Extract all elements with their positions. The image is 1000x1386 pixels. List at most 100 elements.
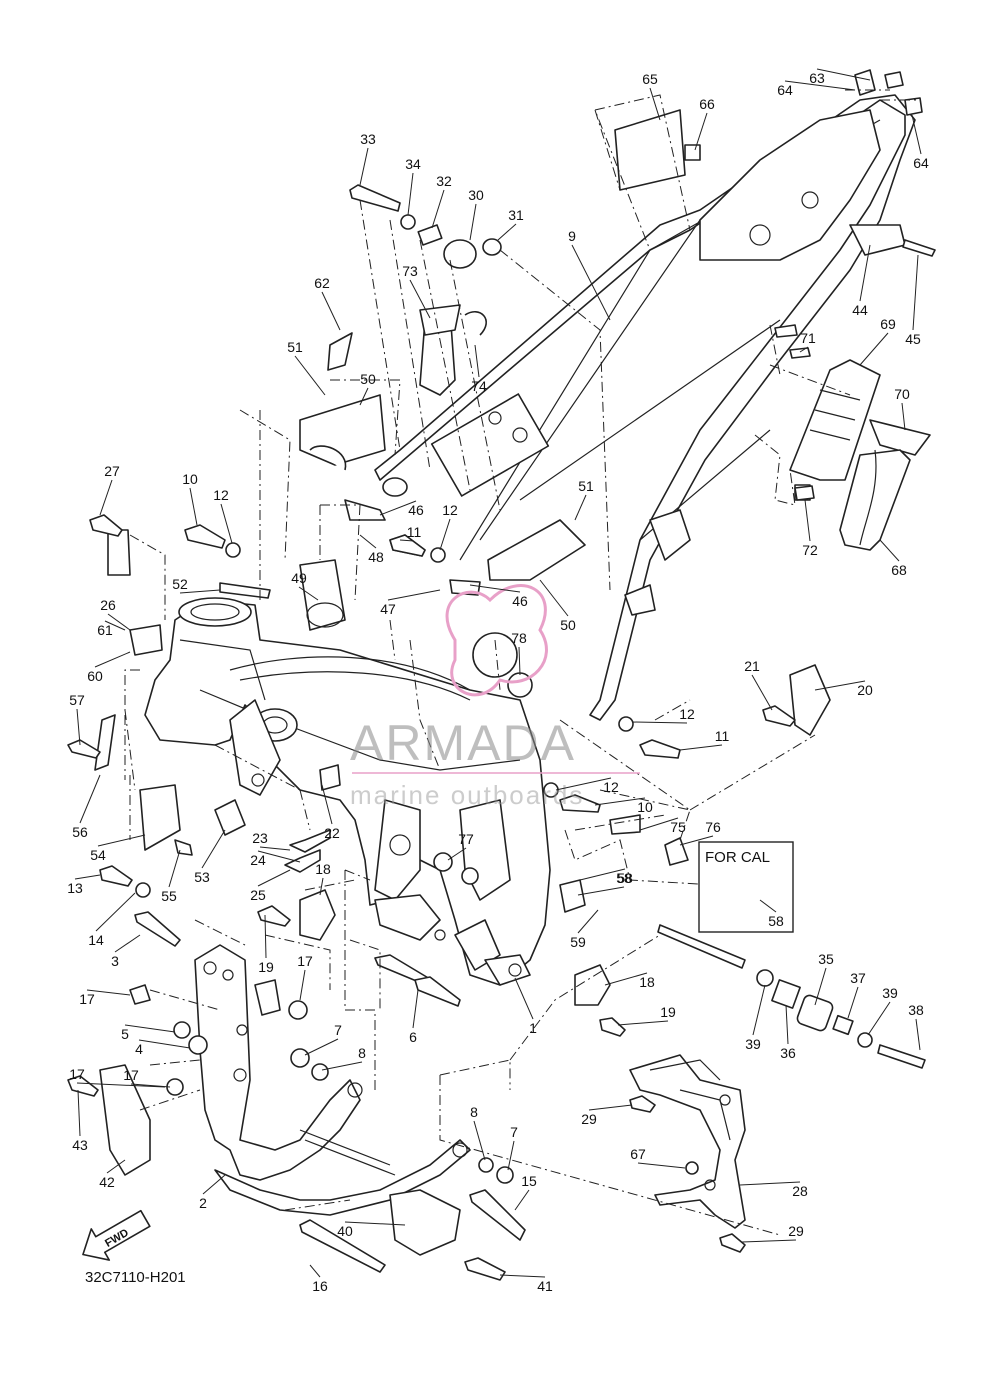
callout-68: 68 <box>891 562 907 578</box>
callout-leader <box>639 817 679 831</box>
callout-45: 45 <box>905 331 921 347</box>
callout-leaders <box>74 68 922 1278</box>
callout-8: 8 <box>358 1045 366 1061</box>
callout-12: 12 <box>213 487 229 503</box>
callout-58: 58 <box>768 913 784 929</box>
callout-5: 5 <box>121 1026 129 1042</box>
callout-leader <box>138 1039 191 1049</box>
callout-62: 62 <box>314 275 330 291</box>
callout-43: 43 <box>72 1137 88 1153</box>
callout-64: 64 <box>913 155 929 171</box>
callout-leader <box>879 539 900 562</box>
callout-22: 22 <box>324 825 340 841</box>
callout-leader <box>309 1264 321 1278</box>
callout-54: 54 <box>90 847 106 863</box>
callout-leader <box>321 1061 363 1071</box>
callout-10: 10 <box>637 799 653 815</box>
callout-leader <box>299 969 306 1001</box>
callout-77: 77 <box>458 831 474 847</box>
callout-leader <box>499 1274 546 1278</box>
callout-17: 17 <box>79 991 95 1007</box>
callout-leader <box>409 279 431 319</box>
callout-leader <box>97 834 146 847</box>
for-cal-inset <box>698 841 794 933</box>
callout-leader <box>518 646 521 676</box>
callout-leader <box>751 674 773 711</box>
callout-leader <box>574 494 587 521</box>
callout-leader <box>304 1038 339 1056</box>
callout-leader <box>816 68 871 81</box>
callout-leader <box>814 680 866 691</box>
callout-56: 56 <box>72 824 88 840</box>
callout-leader <box>168 849 181 888</box>
callout-41: 41 <box>537 1278 553 1294</box>
callout-leader <box>469 584 521 593</box>
callout-47: 47 <box>380 601 396 617</box>
callout-leader <box>555 777 612 791</box>
callout-leader <box>694 112 708 151</box>
callout-15: 15 <box>521 1173 537 1189</box>
callout-leader <box>202 1174 226 1195</box>
callout-leader <box>447 847 467 861</box>
callout-46: 46 <box>408 502 424 518</box>
callout-59: 59 <box>570 934 586 950</box>
callout-60: 60 <box>87 668 103 684</box>
callout-72: 72 <box>802 542 818 558</box>
callout-leader <box>86 989 131 996</box>
callout-35: 35 <box>818 951 834 967</box>
callout-50: 50 <box>360 371 376 387</box>
callout-leader <box>859 244 871 302</box>
callout-leader <box>859 332 889 366</box>
callout-52: 52 <box>172 576 188 592</box>
callout-leader <box>77 1089 81 1137</box>
callout-leader <box>106 1159 126 1174</box>
callout-19: 19 <box>258 959 274 975</box>
callout-leader <box>179 589 221 594</box>
callout-leader <box>439 518 451 551</box>
callout-76: 76 <box>705 819 721 835</box>
callout-1: 1 <box>529 1020 537 1036</box>
callout-3: 3 <box>111 953 119 969</box>
callout-75: 75 <box>670 819 686 835</box>
callout-37: 37 <box>850 970 866 986</box>
fwd-arrow: FWD <box>82 1209 151 1261</box>
callout-leader <box>649 87 661 121</box>
callout-leader <box>95 892 136 932</box>
callout-leader <box>344 1221 406 1226</box>
diagram-code: 32C7110-H201 <box>85 1269 186 1286</box>
callout-leader <box>752 984 766 1036</box>
callout-leader <box>617 1020 669 1026</box>
callout-leader <box>359 147 369 186</box>
callout-14: 14 <box>88 932 104 948</box>
rear-subframe <box>374 94 916 721</box>
callout-leader <box>189 487 198 526</box>
callout-34: 34 <box>405 156 421 172</box>
callout-leader <box>74 874 101 880</box>
callout-leader <box>571 244 611 321</box>
callout-leader <box>379 500 417 516</box>
callout-53: 53 <box>194 869 210 885</box>
callout-leader <box>588 1104 633 1111</box>
callout-leader <box>804 499 811 542</box>
callout-leader <box>104 620 126 631</box>
callout-leader <box>474 344 480 378</box>
callout-17: 17 <box>297 953 313 969</box>
protector-covers <box>789 359 931 551</box>
callout-73: 73 <box>402 263 418 279</box>
callout-leader <box>915 1018 921 1051</box>
callout-30: 30 <box>468 187 484 203</box>
callout-27: 27 <box>104 463 120 479</box>
callout-leader <box>741 1239 797 1243</box>
callout-69: 69 <box>880 316 896 332</box>
callout-leader <box>431 189 445 229</box>
callout-leader <box>679 744 723 751</box>
callout-leader <box>257 869 291 887</box>
callout-16: 16 <box>312 1278 328 1294</box>
callout-17: 17 <box>123 1067 139 1083</box>
callout-leader <box>76 1082 166 1088</box>
callout-61: 61 <box>97 622 113 638</box>
callout-leader <box>497 223 517 241</box>
callout-7: 7 <box>334 1022 342 1038</box>
callout-50: 50 <box>560 617 576 633</box>
